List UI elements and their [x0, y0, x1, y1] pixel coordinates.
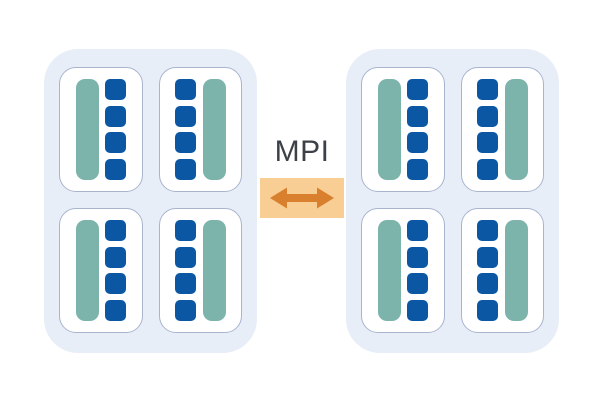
core-column	[105, 220, 126, 321]
core-column	[105, 79, 126, 180]
cpu-socket	[460, 208, 544, 333]
core-square	[105, 132, 126, 154]
process-bar	[75, 220, 99, 321]
cpu-socket	[158, 208, 242, 333]
core-square	[105, 79, 126, 100]
core-square	[175, 273, 196, 295]
core-square	[175, 246, 196, 268]
process-bar	[202, 79, 226, 180]
core-square	[407, 246, 428, 268]
core-square	[407, 299, 428, 321]
core-square	[175, 158, 196, 180]
core-square	[407, 105, 428, 127]
compute-node-left	[44, 49, 257, 353]
core-column	[407, 79, 428, 180]
core-square	[477, 299, 498, 321]
core-square	[477, 79, 498, 100]
mpi-link-band	[260, 178, 344, 218]
compute-node-right	[346, 49, 559, 353]
cpu-socket	[158, 67, 242, 192]
cpu-socket	[361, 208, 445, 333]
process-bar	[202, 220, 226, 321]
core-column	[175, 220, 196, 321]
core-column	[477, 79, 498, 180]
process-bar	[377, 220, 401, 321]
cpu-socket	[59, 208, 143, 333]
process-bar	[75, 79, 99, 180]
core-square	[175, 79, 196, 100]
core-square	[105, 246, 126, 268]
double-arrow-icon	[270, 187, 334, 209]
core-square	[477, 105, 498, 127]
process-bar	[377, 79, 401, 180]
core-square	[175, 299, 196, 321]
core-square	[175, 105, 196, 127]
core-square	[407, 132, 428, 154]
mpi-label: MPI	[274, 135, 330, 168]
cpu-socket	[59, 67, 143, 192]
core-column	[477, 220, 498, 321]
cpu-socket	[460, 67, 544, 192]
core-square	[105, 273, 126, 295]
core-column	[407, 220, 428, 321]
core-square	[477, 220, 498, 241]
process-bar	[504, 220, 528, 321]
core-square	[175, 132, 196, 154]
cpu-socket	[361, 67, 445, 192]
core-square	[105, 158, 126, 180]
core-square	[477, 246, 498, 268]
core-square	[407, 158, 428, 180]
core-square	[407, 79, 428, 100]
process-bar	[504, 79, 528, 180]
core-square	[477, 158, 498, 180]
core-square	[407, 273, 428, 295]
core-column	[175, 79, 196, 180]
core-square	[175, 220, 196, 241]
core-square	[477, 132, 498, 154]
core-square	[105, 299, 126, 321]
core-square	[477, 273, 498, 295]
core-square	[105, 105, 126, 127]
core-square	[105, 220, 126, 241]
core-square	[407, 220, 428, 241]
